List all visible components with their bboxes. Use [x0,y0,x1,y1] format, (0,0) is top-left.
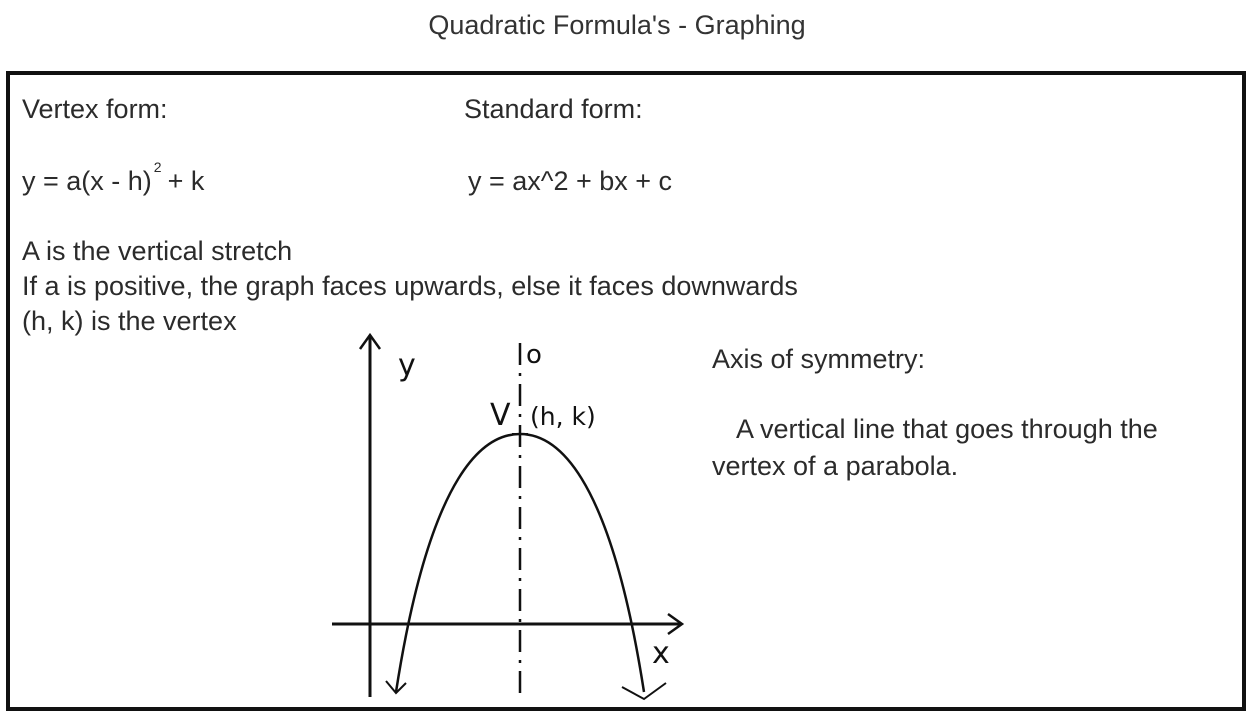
note-vertical-stretch: A is the vertical stretch [22,236,293,266]
standard-form-equation: y = ax^2 + bx + c [468,166,673,196]
axis-of-symmetry-line1: A vertical line that goes through the [736,414,1158,444]
vertex-form-equation: y = a(x - h)2 + k [22,159,205,201]
vertex-label: (h, k) [530,402,596,431]
parabola-right-arrow-icon [621,682,667,701]
vertex-form-equation-main: y = a(x - h) [22,166,152,196]
y-axis-label: y [398,348,416,383]
vertex-form-equation-tail: + k [167,166,205,196]
note-vertex: (h, k) is the vertex [22,306,237,336]
standard-form-heading: Standard form: [464,94,643,124]
axis-of-symmetry-heading: Axis of symmetry: [712,344,926,374]
parabola-left-arrow-icon [385,680,407,695]
note-direction: If a is positive, the graph faces upward… [22,271,798,301]
y-axis-arrow-icon [358,332,382,350]
vertex-form-heading: Vertex form: [22,94,168,124]
content-box: Vertex form: Standard form: y = a(x - h)… [6,71,1246,711]
axis-of-symmetry-line2: vertex of a parabola. [712,451,959,481]
vertex-marker: V [490,398,511,433]
x-axis-arrow-icon [667,612,685,636]
parabola-graph: y x o V (h, k) [332,332,685,701]
vertex-form-exponent: 2 [153,159,162,175]
symmetry-axis-label: o [526,340,542,370]
x-axis-label: x [652,636,670,671]
page-title: Quadratic Formula's - Graphing [428,10,806,40]
